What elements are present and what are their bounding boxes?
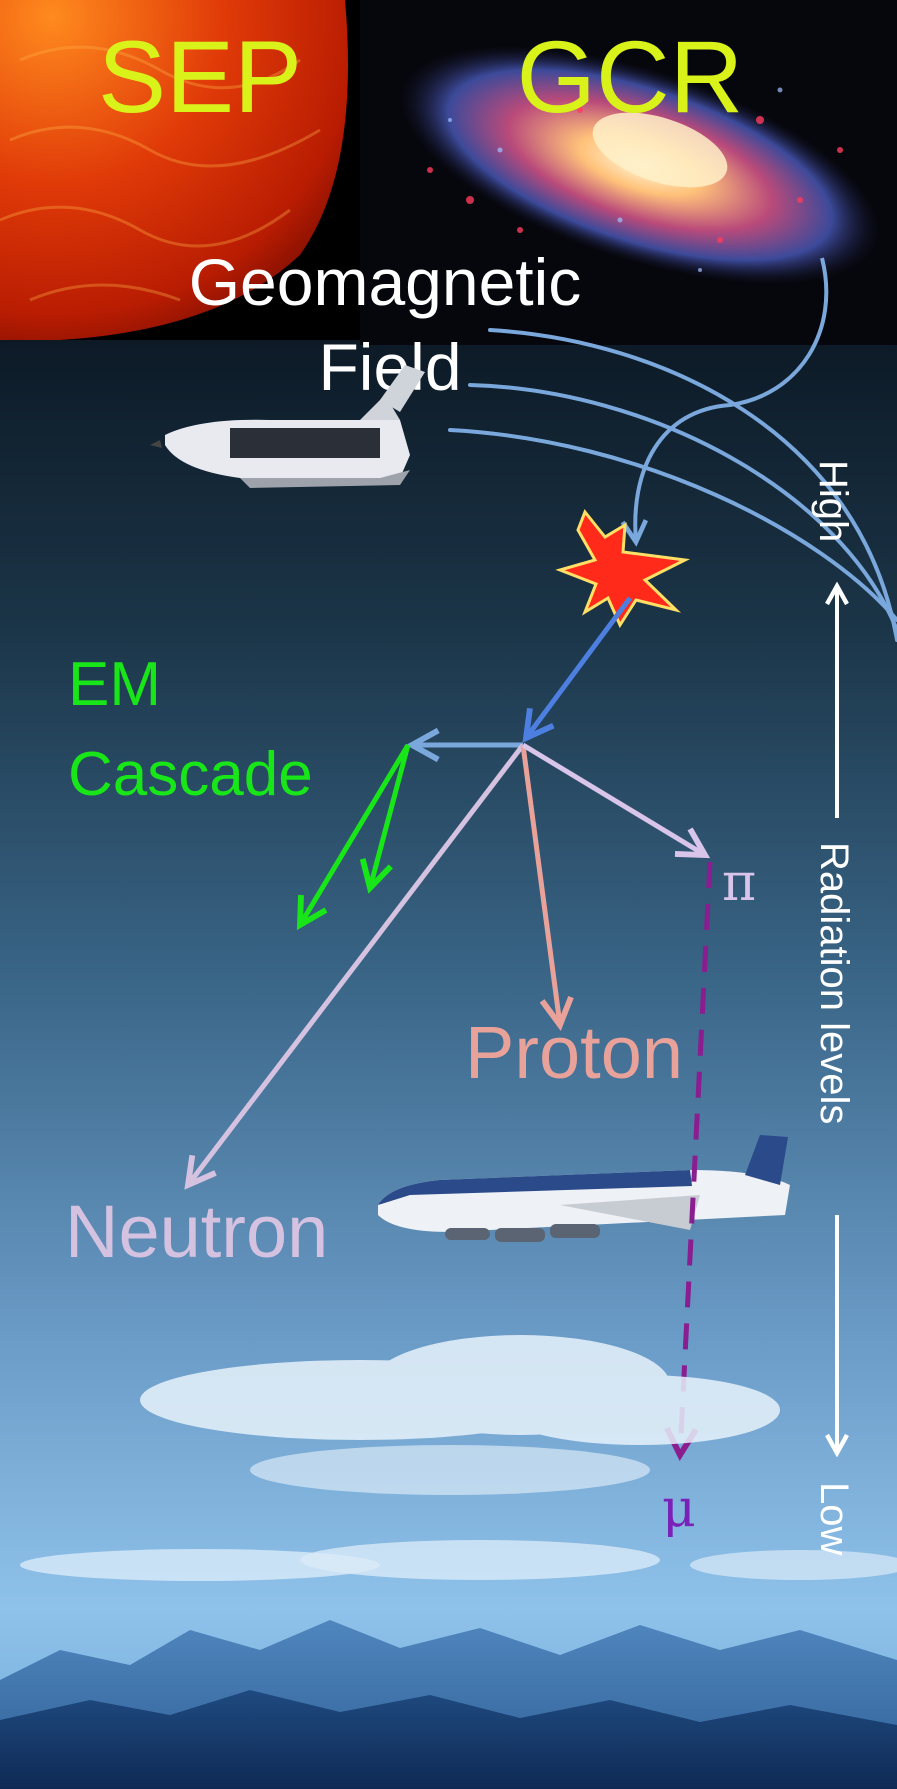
radiation-levels-label: Radiation levels	[812, 842, 856, 1124]
sep-label: SEP	[98, 20, 302, 134]
proton-label: Proton	[465, 1011, 683, 1094]
low-label: Low	[812, 1482, 856, 1555]
em-cascade-label-line1: EM	[68, 650, 161, 719]
neutron-label: Neutron	[65, 1190, 328, 1273]
em-cascade-label-line2: Cascade	[68, 740, 313, 809]
muon-label: μ	[662, 1479, 696, 1539]
geomagnetic-label-line1: Geomagnetic	[189, 245, 582, 319]
gcr-label: GCR	[517, 20, 744, 134]
high-label: High	[811, 460, 855, 542]
pion-label: π	[722, 853, 756, 913]
